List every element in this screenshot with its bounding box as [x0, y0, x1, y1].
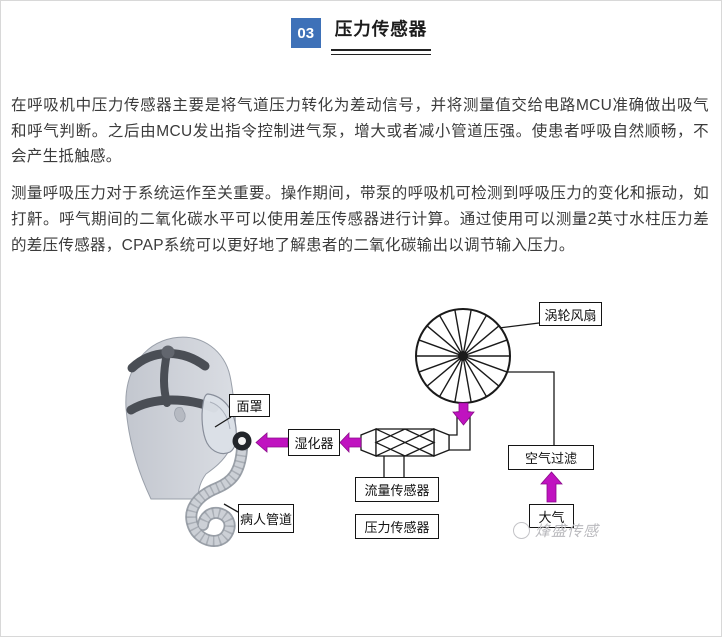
strap-buckle — [161, 345, 175, 359]
patient-head-illustration — [125, 337, 237, 500]
muffler-lattice — [374, 428, 436, 457]
schematic-lines — [214, 322, 555, 513]
label-humidifier: 湿化器 — [288, 429, 340, 457]
fan-hub — [458, 351, 468, 362]
label-flow-sensor: 流量传感器 — [355, 477, 439, 503]
muffler-left-nozzle — [360, 428, 377, 458]
arrow-fan-to-pipe — [452, 402, 475, 426]
label-air-filter: 空气过滤 — [508, 445, 594, 471]
arrow-humidifier-to-mask — [255, 432, 289, 454]
page-title: 压力传感器 — [330, 16, 432, 55]
cpap-system-diagram: 面罩 病人管道 湿化器 流量传感器 压力传感器 涡轮风扇 空气过滤 大气 烽盛传… — [1, 286, 721, 586]
flow-element-muffler — [360, 428, 450, 458]
label-turbine-fan: 涡轮风扇 — [539, 302, 602, 327]
paragraph-2: 测量呼吸压力对于系统运作至关重要。操作期间，带泵的呼吸机可检测到呼吸压力的变化和… — [11, 185, 709, 254]
section-number-badge: 03 — [290, 18, 321, 48]
label-mask: 面罩 — [229, 394, 270, 418]
patient-tube-illustration — [185, 443, 248, 548]
label-patient-tube: 病人管道 — [238, 504, 294, 534]
mask-label-pointer-line — [214, 416, 232, 428]
section-header: 03 压力传感器 — [1, 16, 721, 55]
watermark-text: 烽盛传感 — [535, 523, 600, 541]
turbine-fan-wheel — [415, 308, 511, 405]
brand-watermark: 烽盛传感 — [513, 520, 599, 541]
label-pressure-sensor: 压力传感器 — [355, 514, 439, 540]
connector-port — [238, 437, 246, 446]
arrow-atmosphere-to-filter — [540, 471, 563, 503]
mask-highlight-line — [209, 401, 231, 430]
mask-hose-connector — [232, 431, 252, 451]
fan-label-pointer-line — [498, 322, 540, 329]
mask-strap-vertical — [160, 349, 171, 408]
fan-intake-line — [507, 371, 555, 446]
ear-shape — [174, 407, 186, 423]
label-atmosphere: 大气 — [529, 504, 574, 529]
watermark-logo-icon — [513, 522, 530, 540]
diagram-canvas — [125, 308, 563, 548]
arrow-muffler-to-humidifier — [339, 432, 362, 454]
flow-arrows — [255, 402, 563, 503]
tube-label-pointer-line — [223, 503, 239, 513]
paragraph-1: 在呼吸机中压力传感器主要是将气道压力转化为差动信号，并将测量值交给电路MCU准确… — [11, 97, 709, 166]
tube-inner — [187, 445, 247, 546]
muffler-right-nozzle — [433, 428, 450, 458]
